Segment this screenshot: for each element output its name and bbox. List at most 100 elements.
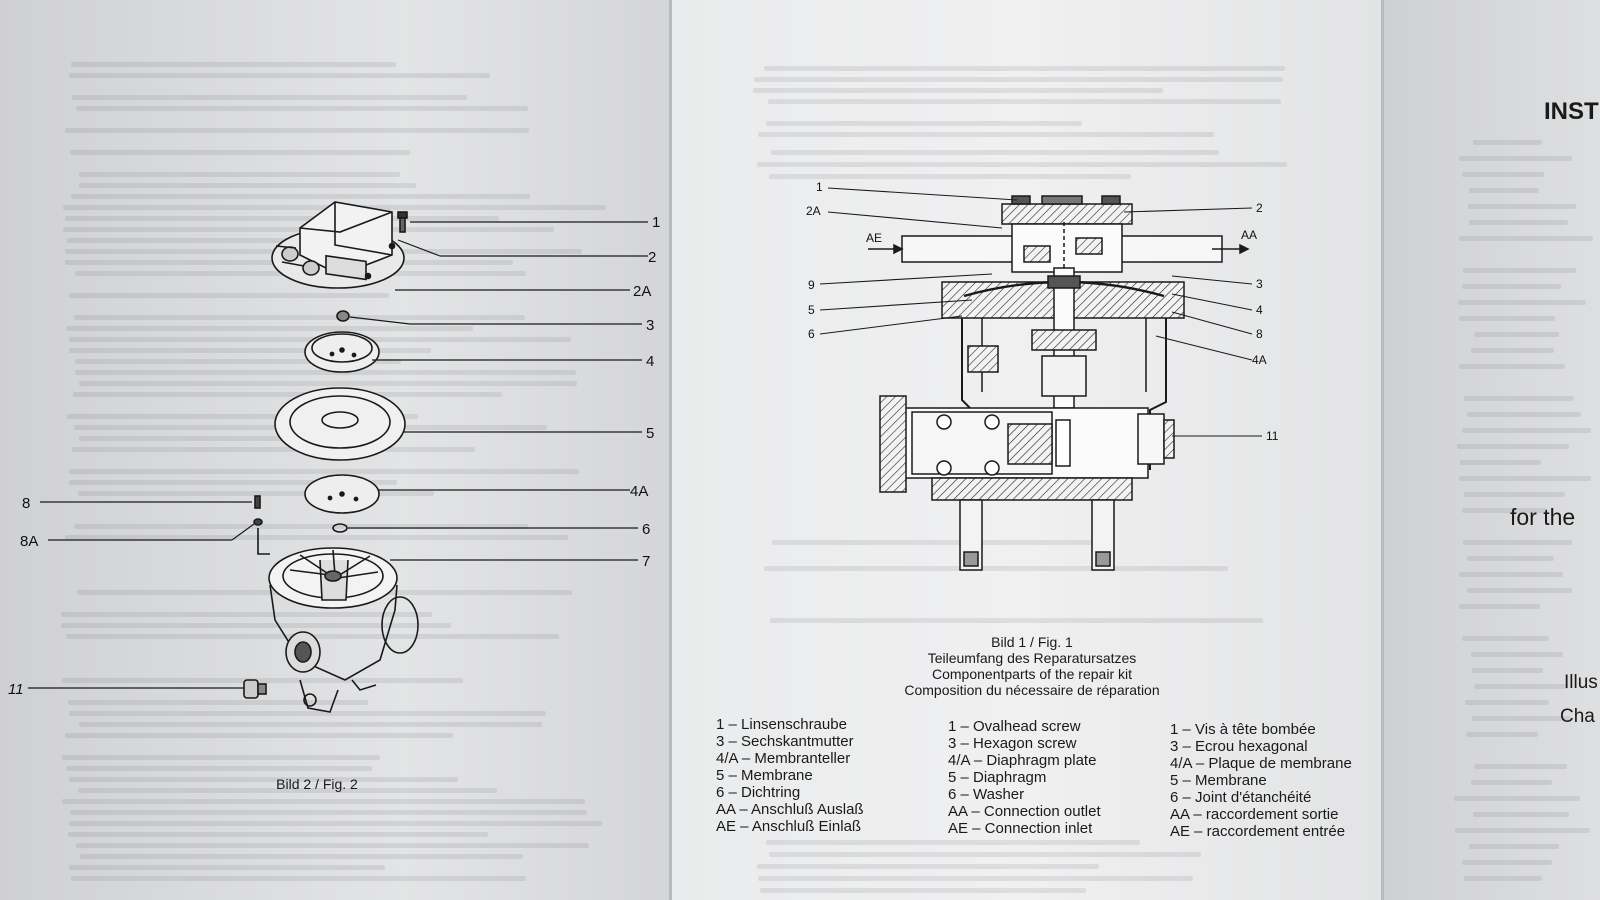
faded-text-line — [1458, 316, 1556, 321]
faded-text-line — [769, 618, 1263, 623]
faded-text-line — [77, 491, 434, 496]
legend-item: 4/A – Plaque de membrane — [1170, 755, 1352, 772]
diaphragm-5 — [274, 387, 406, 461]
faded-text-line — [61, 612, 433, 617]
faded-text-line — [71, 876, 526, 881]
legend-item: 1 – Vis à tête bombée — [1170, 721, 1316, 738]
sect-callout-3: 3 — [1256, 277, 1263, 291]
faded-text-line — [75, 106, 528, 111]
washer-6 — [332, 523, 348, 533]
sect-callout-2a: 2A — [806, 204, 821, 218]
faded-text-line — [1459, 476, 1592, 481]
faded-text-line — [71, 194, 531, 199]
callout-4: 4 — [646, 353, 654, 370]
faded-text-line — [1467, 412, 1582, 417]
cover-line-cha: Cha — [1560, 706, 1595, 727]
fig1-caption-line: Bild 1 / Fig. 1 — [991, 634, 1073, 650]
faded-text-line — [757, 876, 1193, 881]
faded-text-line — [769, 852, 1201, 857]
faded-text-line — [69, 711, 547, 716]
legend-item: AE – Connection inlet — [948, 820, 1093, 837]
fig1-caption: Bild 1 / Fig. 1 Teileumfang des Reparatu… — [862, 634, 1202, 698]
faded-text-line — [1473, 812, 1569, 817]
fig2-caption: Bild 2 / Fig. 2 — [276, 776, 358, 792]
faded-text-line — [66, 326, 473, 331]
faded-text-line — [765, 840, 1141, 845]
faded-text-line — [1463, 268, 1576, 273]
faded-text-line — [1462, 428, 1592, 433]
faded-text-line — [69, 293, 389, 298]
faded-text-line — [78, 722, 543, 727]
sect-callout-8: 8 — [1256, 327, 1263, 341]
callout-3: 3 — [646, 317, 654, 334]
legend-french: 1 – Vis à tête bombée 3 – Ecrou hexagona… — [1170, 721, 1352, 840]
faded-text-line — [1456, 444, 1569, 449]
faded-text-line — [75, 843, 590, 848]
callout-2a: 2A — [633, 283, 651, 300]
faded-text-line — [64, 216, 499, 221]
cover-heading: INST — [1544, 98, 1599, 125]
page-fold — [1381, 0, 1384, 900]
right-page: INST for the Illus Cha — [1384, 0, 1600, 900]
legend-item: AA – raccordement sortie — [1170, 806, 1339, 823]
faded-text-line — [68, 73, 490, 78]
faded-text-line — [767, 99, 1282, 104]
sect-callout-4a: 4A — [1252, 353, 1267, 367]
callout-2: 2 — [648, 249, 656, 266]
faded-text-line — [61, 623, 451, 628]
faded-text-line — [71, 447, 475, 452]
faded-text-line — [1473, 332, 1560, 337]
faded-text-line — [1464, 876, 1542, 881]
pump-body-7 — [268, 547, 419, 713]
screw-8 — [254, 495, 261, 509]
plate-4 — [304, 331, 380, 373]
faded-text-line — [1461, 636, 1549, 641]
faded-text-line — [67, 238, 386, 243]
legend-item: AE – Anschluß Einlaß — [716, 818, 862, 835]
faded-text-line — [753, 88, 1164, 93]
faded-text-line — [1461, 284, 1561, 289]
callout-11: 11 — [8, 681, 24, 698]
legend-item: 5 – Diaphragm — [948, 769, 1047, 786]
sect-callout-ae: AE — [866, 231, 882, 245]
faded-text-line — [763, 66, 1285, 71]
faded-text-line — [1458, 364, 1565, 369]
faded-text-line — [79, 854, 523, 859]
faded-text-line — [1472, 140, 1543, 145]
faded-text-line — [1468, 844, 1560, 849]
faded-text-line — [79, 172, 401, 177]
screw-1 — [397, 211, 408, 233]
legend-item: 4/A – Diaphragm plate — [948, 752, 1097, 769]
callout-4a: 4A — [630, 483, 648, 500]
faded-text-line — [1461, 508, 1546, 513]
faded-text-line — [1462, 860, 1553, 865]
legend-item: 6 – Washer — [948, 786, 1025, 803]
faded-text-line — [1463, 492, 1565, 497]
faded-text-line — [1466, 556, 1554, 561]
sect-callout-4: 4 — [1256, 303, 1263, 317]
faded-text-line — [771, 150, 1219, 155]
faded-text-line — [69, 821, 602, 826]
cover-assembly — [271, 201, 405, 289]
sect-callout-5: 5 — [808, 303, 815, 317]
plug-11 — [243, 679, 267, 699]
faded-text-line — [1464, 700, 1549, 705]
faded-text-line — [73, 315, 525, 320]
faded-text-line — [1459, 156, 1572, 161]
sectional-view-drawing: 1 2A AE 9 5 6 2 AA 3 4 8 4A 11 — [806, 180, 1279, 571]
faded-text-line — [73, 524, 529, 529]
legend-item: 3 – Ecrou hexagonal — [1170, 738, 1308, 755]
faded-text-line — [1472, 668, 1543, 673]
faded-text-line — [765, 121, 1082, 126]
legend-item: 5 – Membrane — [1170, 772, 1267, 789]
faded-text-line — [71, 95, 468, 100]
faded-text-line — [64, 535, 569, 540]
sect-callout-aa: AA — [1241, 228, 1257, 242]
page-fold — [669, 0, 672, 900]
plate-4a — [304, 474, 380, 514]
faded-text-line — [1468, 220, 1568, 225]
faded-text-line — [79, 183, 417, 188]
legend-item: AE – raccordement entrée — [1170, 823, 1346, 840]
faded-text-line — [1462, 540, 1573, 545]
faded-text-line — [1459, 604, 1541, 609]
